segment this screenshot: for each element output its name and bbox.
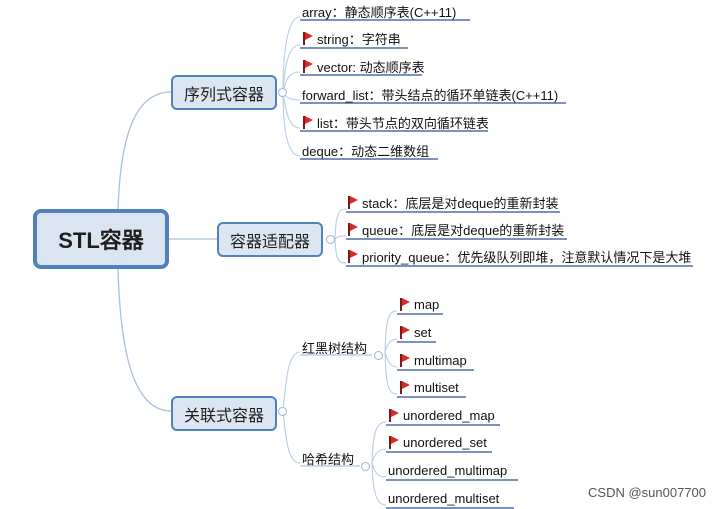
collapse-toggle-icon[interactable] xyxy=(361,462,370,471)
collapse-toggle-icon[interactable] xyxy=(278,88,287,97)
red-flag-icon xyxy=(302,59,313,73)
leaf-label: forward_list：带头结点的循环单链表(C++11) xyxy=(302,87,559,103)
leaf-label: array：静态顺序表(C++11) xyxy=(302,4,457,20)
red-flag-icon xyxy=(399,297,410,311)
leaf-label: unordered_set xyxy=(403,434,487,450)
leaf-label: unordered_map xyxy=(403,407,495,423)
root-node[interactable]: STL容器 xyxy=(33,209,169,269)
red-flag-icon xyxy=(399,380,410,394)
leaf-unordered-multimap[interactable]: unordered_multimap xyxy=(388,461,507,479)
leaf-label: priority_queue：优先级队列即堆，注意默认情况下是大堆 xyxy=(362,249,692,265)
watermark-text: CSDN @sun007700 xyxy=(588,485,706,500)
branch-sequence-containers[interactable]: 序列式容器 xyxy=(171,75,277,110)
root-label: STL容器 xyxy=(58,228,144,253)
leaf-list[interactable]: list：带头节点的双向循环链表 xyxy=(302,113,489,131)
leaf-forward-list[interactable]: forward_list：带头结点的循环单链表(C++11) xyxy=(302,85,558,103)
leaf-label: multimap xyxy=(414,352,467,368)
leaf-array[interactable]: array：静态顺序表(C++11) xyxy=(302,2,456,20)
branch-associative-containers[interactable]: 关联式容器 xyxy=(171,396,277,431)
leaf-multimap[interactable]: multimap xyxy=(399,351,467,369)
leaf-unordered-set[interactable]: unordered_set xyxy=(388,433,487,451)
branch-label: 关联式容器 xyxy=(183,407,264,425)
leaf-unordered-map[interactable]: unordered_map xyxy=(388,406,495,424)
collapse-toggle-icon[interactable] xyxy=(326,235,335,244)
group-red-black-tree[interactable]: 红黑树结构 xyxy=(302,338,367,357)
red-flag-icon xyxy=(347,195,358,209)
group-label: 红黑树结构 xyxy=(302,341,368,356)
collapse-toggle-icon[interactable] xyxy=(374,351,383,360)
leaf-unordered-multiset[interactable]: unordered_multiset xyxy=(388,489,499,507)
branch-label: 序列式容器 xyxy=(183,86,264,104)
leaf-label: vector: 动态顺序表 xyxy=(317,59,425,75)
leaf-label: unordered_multimap xyxy=(388,462,508,478)
leaf-deque[interactable]: deque：动态二维数组 xyxy=(302,141,429,159)
leaf-queue[interactable]: queue：底层是对deque的重新封装 xyxy=(347,220,564,238)
branch-label: 容器适配器 xyxy=(229,233,310,251)
red-flag-icon xyxy=(347,249,358,263)
leaf-label: list：带头节点的双向循环链表 xyxy=(317,115,489,131)
red-flag-icon xyxy=(302,31,313,45)
leaf-multiset[interactable]: multiset xyxy=(399,378,459,396)
leaf-label: queue：底层是对deque的重新封装 xyxy=(362,222,565,238)
leaf-label: multiset xyxy=(414,379,459,395)
red-flag-icon xyxy=(399,325,410,339)
leaf-label: set xyxy=(414,324,432,340)
leaf-label: string：字符串 xyxy=(317,31,401,47)
leaf-set[interactable]: set xyxy=(399,323,431,341)
group-hash[interactable]: 哈希结构 xyxy=(302,449,354,468)
red-flag-icon xyxy=(347,222,358,236)
leaf-label: unordered_multiset xyxy=(388,490,500,506)
red-flag-icon xyxy=(399,353,410,367)
collapse-toggle-icon[interactable] xyxy=(278,407,287,416)
red-flag-icon xyxy=(388,408,399,422)
group-label: 哈希结构 xyxy=(302,452,355,467)
leaf-priority-queue[interactable]: priority_queue：优先级队列即堆，注意默认情况下是大堆 xyxy=(347,247,691,265)
leaf-vector[interactable]: vector: 动态顺序表 xyxy=(302,57,425,75)
leaf-label: stack：底层是对deque的重新封装 xyxy=(362,195,559,211)
leaf-label: deque：动态二维数组 xyxy=(302,143,430,159)
leaf-map[interactable]: map xyxy=(399,295,439,313)
red-flag-icon xyxy=(388,435,399,449)
leaf-stack[interactable]: stack：底层是对deque的重新封装 xyxy=(347,193,559,211)
watermark: CSDN @sun007700 xyxy=(588,485,706,500)
leaf-label: map xyxy=(414,296,440,312)
leaf-string[interactable]: string：字符串 xyxy=(302,29,401,47)
branch-container-adapters[interactable]: 容器适配器 xyxy=(217,222,323,257)
red-flag-icon xyxy=(302,115,313,129)
